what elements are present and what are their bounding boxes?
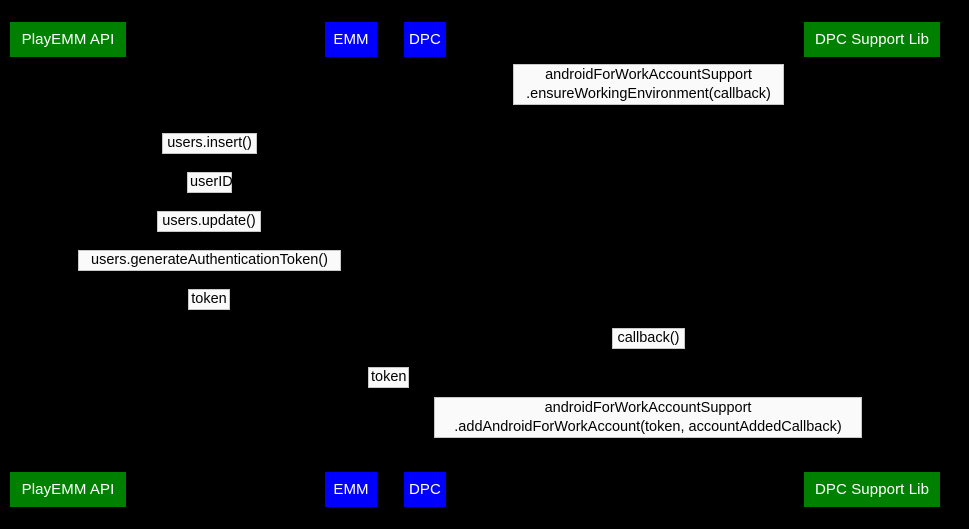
message-arrow-user-id	[68, 194, 351, 195]
message-label-generate-authentication-token: users.generateAuthenticationToken()	[78, 250, 341, 271]
message-text-line1: token	[371, 369, 407, 385]
message-label-callback: callback()	[612, 328, 685, 349]
message-arrow-add-android-for-work-account	[425, 439, 872, 440]
lifeline-dpc	[425, 57, 426, 472]
message-text-line2: .ensureWorkingEnvironment(callback)	[526, 86, 771, 102]
participant-dpc-bottom[interactable]: DPC	[404, 472, 446, 507]
lifeline-emm	[351, 57, 352, 472]
message-label-ensure-working-environment: androidForWorkAccountSupport .ensureWorki…	[513, 64, 784, 105]
participant-label: DPC	[409, 31, 441, 48]
message-text-line1: userID	[190, 174, 233, 190]
message-text-line1: users.update()	[162, 213, 256, 229]
participant-label: EMM	[333, 31, 369, 48]
participant-label: DPC	[409, 481, 441, 498]
message-text-line1: token	[191, 291, 227, 307]
message-label-token-to-dpc: token	[368, 367, 409, 388]
participant-playemm-api-bottom[interactable]: PlayEMM API	[10, 472, 126, 507]
message-label-users-insert: users.insert()	[162, 133, 257, 154]
message-arrow-users-insert	[68, 155, 351, 156]
lifeline-playemm-api	[68, 57, 69, 472]
participant-playemm-api-top[interactable]: PlayEMM API	[10, 22, 126, 57]
participant-dpc-top[interactable]: DPC	[404, 22, 446, 57]
participant-emm-top[interactable]: EMM	[325, 22, 377, 57]
message-text-line2: .addAndroidForWorkAccount(token, account…	[454, 419, 842, 435]
message-text-line1: callback()	[617, 330, 680, 346]
participant-label: DPC Support Lib	[814, 481, 930, 498]
message-text-line1: users.insert()	[167, 135, 252, 151]
lifeline-dpc-support-lib	[872, 57, 873, 472]
message-label-add-android-for-work-account: androidForWorkAccountSupport .addAndroidF…	[434, 397, 862, 438]
participant-dpc-support-lib-top[interactable]: DPC Support Lib	[804, 22, 940, 57]
message-text-line1: users.generateAuthenticationToken()	[91, 252, 328, 268]
message-label-token-to-emm: token	[188, 289, 230, 310]
message-arrow-token-to-emm	[68, 311, 351, 312]
participant-label: PlayEMM API	[21, 481, 115, 498]
participant-label: EMM	[333, 481, 369, 498]
message-arrow-ensure-working-environment	[425, 106, 872, 107]
participant-dpc-support-lib-bottom[interactable]: DPC Support Lib	[804, 472, 940, 507]
message-label-user-id: userID	[187, 172, 233, 193]
participant-emm-bottom[interactable]: EMM	[325, 472, 377, 507]
message-arrow-callback	[425, 350, 872, 351]
message-arrow-generate-authentication-token	[68, 272, 351, 273]
message-text-line1: androidForWorkAccountSupport	[545, 67, 752, 83]
message-label-users-update: users.update()	[157, 211, 261, 232]
message-arrow-token-to-dpc	[351, 389, 425, 390]
message-arrow-users-update	[68, 233, 351, 234]
message-text-line1: androidForWorkAccountSupport	[544, 400, 752, 416]
participant-label: DPC Support Lib	[814, 31, 930, 48]
participant-label: PlayEMM API	[21, 31, 115, 48]
